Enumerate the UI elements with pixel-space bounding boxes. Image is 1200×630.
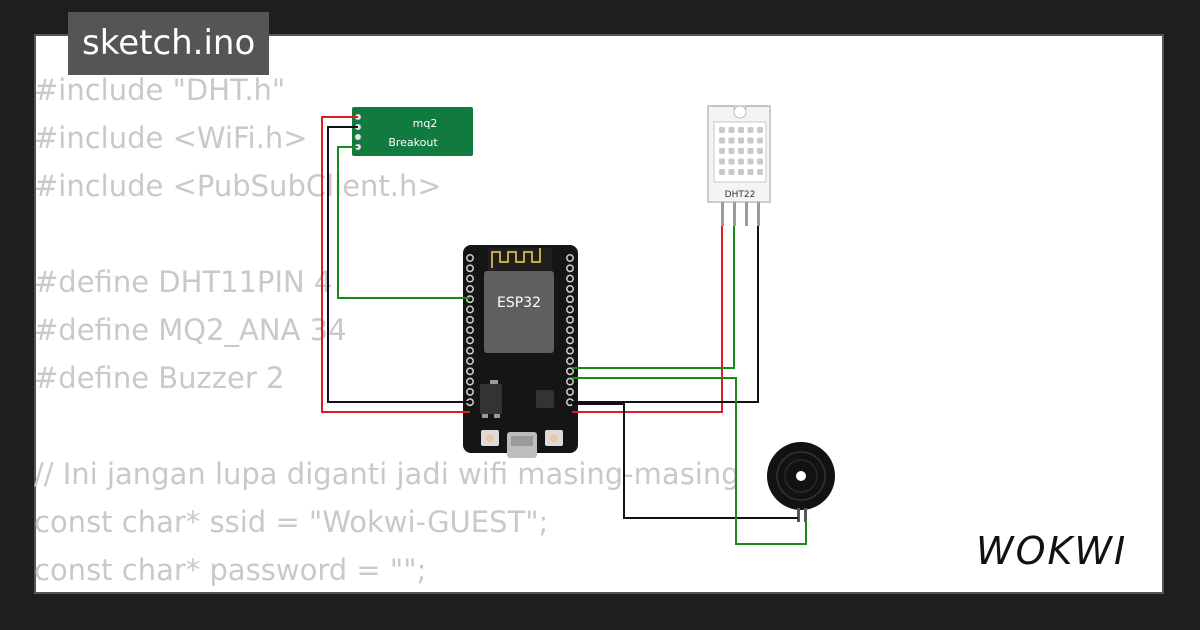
preview-card — [34, 34, 1164, 594]
esp32-board[interactable]: ESP32 — [463, 245, 578, 458]
esp32-pin[interactable] — [566, 295, 574, 304]
code-line-7: #define Buzzer 2 — [34, 361, 285, 395]
dht22-vent — [757, 148, 763, 154]
file-tab[interactable]: sketch.ino — [68, 12, 270, 75]
code-line-2: #include <WiFi.h> — [34, 121, 308, 155]
esp32-pin[interactable] — [566, 274, 574, 283]
dht22-vent — [747, 169, 754, 175]
dht22-vent — [719, 127, 725, 133]
wires — [321, 116, 807, 545]
esp32-pin[interactable] — [466, 336, 474, 345]
dht22-vent — [747, 137, 754, 144]
dht22-vent — [719, 137, 725, 144]
code-line-5: #define DHT11PIN 4 — [34, 265, 333, 299]
esp32-pin[interactable] — [466, 264, 474, 273]
dht22-label: DHT22 — [725, 190, 756, 200]
dht22-vent — [747, 158, 754, 165]
dht22-vent — [738, 169, 744, 175]
code-line-1: #include "DHT.h" — [34, 73, 286, 107]
dht22-vent — [728, 148, 735, 154]
mq2-label-2: Breakout — [388, 136, 438, 149]
esp32-pin[interactable] — [566, 346, 574, 355]
code-line-3: #include <PubSubClient.h> — [34, 169, 442, 203]
dht22-vent — [757, 127, 763, 133]
esp32-pin[interactable] — [566, 367, 574, 376]
dht22-vent — [738, 127, 744, 133]
esp32-pin[interactable] — [466, 377, 474, 386]
dht22-vent — [728, 169, 735, 175]
dht22-vent — [728, 158, 735, 165]
esp32-pin[interactable] — [466, 315, 474, 324]
wokwi-logo-icon: WOKWI — [976, 529, 1127, 573]
esp32-pin[interactable] — [466, 346, 474, 355]
dht22-vent — [747, 127, 754, 133]
mq2-label-1: mq2 — [413, 117, 438, 130]
esp32-pin[interactable] — [566, 264, 574, 273]
esp32-pin[interactable] — [566, 377, 574, 386]
esp32-pin[interactable] — [566, 336, 574, 345]
code-background: #include "DHT.h" #include <WiFi.h> #includ… — [34, 66, 740, 594]
dht22-sensor[interactable]: DHT22 — [707, 105, 771, 226]
dht22-vent — [728, 137, 735, 144]
dht22-vent — [719, 148, 725, 154]
dht22-vent — [719, 169, 725, 175]
esp32-pin[interactable] — [466, 254, 474, 262]
esp32-pin[interactable] — [566, 254, 574, 262]
esp32-pin[interactable] — [466, 284, 474, 293]
esp32-pin[interactable] — [466, 387, 474, 396]
code-line-10: const char* ssid = "Wokwi-GUEST"; — [34, 505, 549, 539]
buzzer[interactable] — [767, 442, 835, 522]
dht22-vent — [757, 137, 763, 144]
dht22-vent — [738, 137, 744, 144]
code-line-11: const char* password = ""; — [34, 553, 427, 587]
esp32-pin[interactable] — [566, 357, 574, 365]
esp32-pin[interactable] — [466, 274, 474, 283]
dht22-vent — [738, 158, 744, 165]
dht22-vent — [747, 148, 754, 154]
esp32-pin[interactable] — [566, 284, 574, 293]
dht22-vent — [738, 148, 744, 154]
esp32-pin[interactable] — [466, 295, 474, 304]
dht22-vent — [728, 127, 735, 133]
esp32-pin[interactable] — [566, 305, 574, 314]
dht22-vent — [757, 169, 763, 175]
mq2-sensor[interactable]: mq2 Breakout — [352, 107, 473, 156]
esp32-pin[interactable] — [566, 315, 574, 324]
esp32-pin[interactable] — [466, 326, 474, 335]
code-line-9: // Ini jangan lupa diganti jadi wifi mas… — [34, 457, 740, 491]
dht22-vent — [757, 158, 763, 165]
esp32-pin[interactable] — [466, 305, 474, 314]
esp32-pin[interactable] — [566, 326, 574, 335]
esp32-pin[interactable] — [466, 357, 474, 365]
esp32-pin[interactable] — [466, 367, 474, 376]
wokwi-logo-text: WOKWI — [976, 529, 1127, 573]
esp32-label: ESP32 — [497, 295, 541, 311]
dht22-vent — [719, 158, 725, 165]
esp32-pin[interactable] — [566, 387, 574, 396]
